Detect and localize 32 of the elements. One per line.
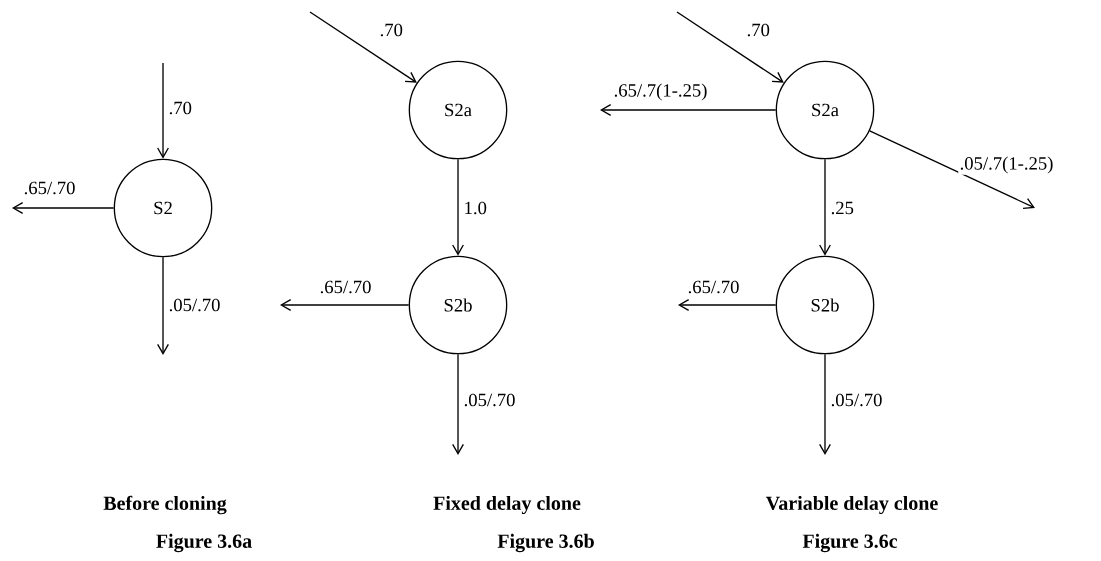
arrow bbox=[819, 158, 831, 256]
arrow bbox=[157, 256, 169, 355]
edge-label: .05/.70 bbox=[829, 392, 884, 408]
arrow bbox=[12, 202, 115, 214]
edge-label: .25 bbox=[829, 200, 856, 216]
edge-label: .65/.70 bbox=[318, 279, 373, 295]
edge-label: 1.0 bbox=[462, 200, 489, 216]
arrow bbox=[309, 11, 417, 83]
edge-label: .65/.7(1-.25) bbox=[612, 82, 709, 102]
arrow bbox=[819, 353, 831, 455]
arrow bbox=[452, 353, 464, 455]
edge-label: .05/.70 bbox=[167, 297, 222, 313]
figure-caption: Figure 3.6b bbox=[497, 533, 594, 553]
edge-label: .70 bbox=[745, 22, 772, 38]
figure-caption: Figure 3.6a bbox=[156, 533, 252, 553]
arrow bbox=[869, 130, 1035, 209]
arrow bbox=[157, 62, 169, 159]
arrow bbox=[678, 299, 777, 311]
edge-label: .70 bbox=[167, 100, 194, 116]
edge-label: .65/.70 bbox=[686, 279, 741, 295]
edge-label: .70 bbox=[378, 22, 405, 38]
figure-caption: Before cloning bbox=[103, 495, 227, 515]
figure-caption: Fixed delay clone bbox=[433, 495, 581, 515]
arrow bbox=[676, 11, 784, 83]
figure-caption: Figure 3.6c bbox=[802, 533, 898, 553]
arrow bbox=[280, 299, 410, 311]
arrow bbox=[452, 158, 464, 256]
figure-caption: Variable delay clone bbox=[765, 495, 938, 515]
edge-label: .65/.70 bbox=[22, 180, 77, 196]
edge-label: .05/.70 bbox=[462, 392, 517, 408]
edge-label: .05/.7(1-.25) bbox=[958, 155, 1055, 175]
arrow bbox=[600, 104, 777, 116]
